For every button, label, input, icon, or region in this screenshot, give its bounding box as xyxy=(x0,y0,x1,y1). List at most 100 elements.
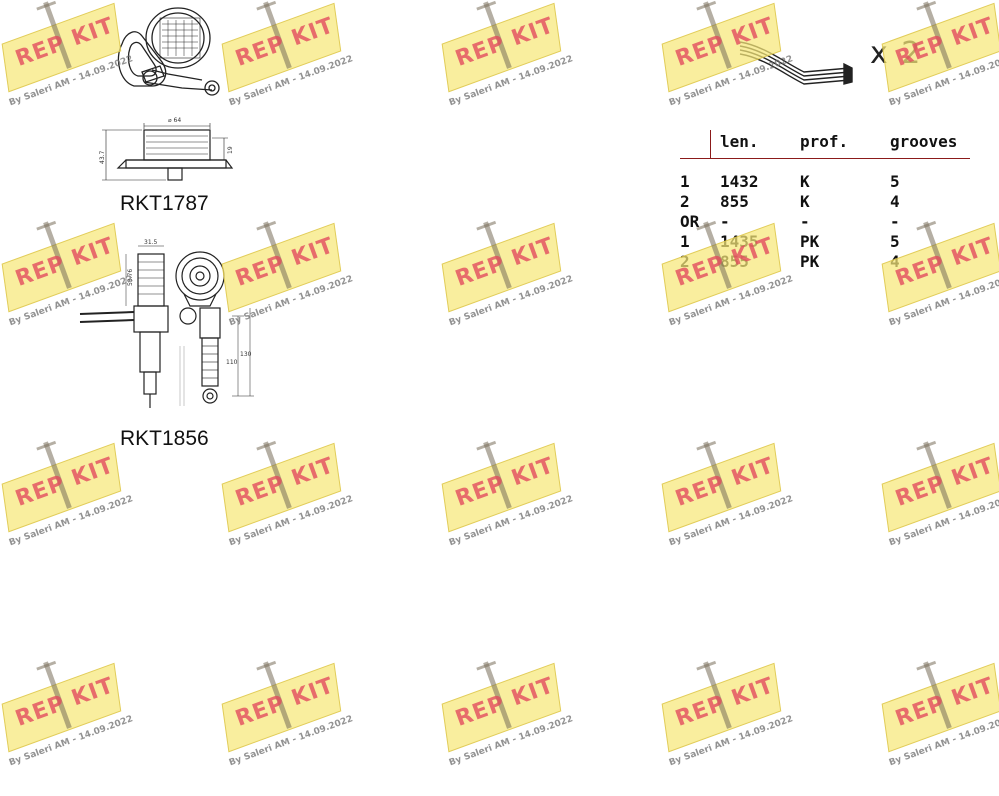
watermark-antenna-top-icon xyxy=(696,220,717,231)
watermark-plate xyxy=(881,662,999,753)
watermark-antenna-icon xyxy=(263,221,292,289)
row5-prof: PK xyxy=(800,252,820,271)
watermark-plate xyxy=(881,442,999,533)
row2-len: 855 xyxy=(720,192,749,211)
watermark-signature: By Saleri AM - 14.09.2022 xyxy=(887,714,999,769)
watermark-brand: REP KIT xyxy=(232,673,338,732)
watermark-plate xyxy=(661,662,782,753)
rkt1856-dim-height: 53.76 xyxy=(127,269,134,286)
watermark-brand: REP KIT xyxy=(232,453,338,512)
watermark-plate xyxy=(221,2,342,93)
watermark-signature: By Saleri AM - 14.09.2022 xyxy=(887,274,999,329)
header-prof: prof. xyxy=(800,132,849,151)
rkt1787-dim-height: 43.7 xyxy=(99,150,106,164)
watermark-signature: By Saleri AM - 14.09.2022 xyxy=(227,54,355,109)
watermark-brand: REP KIT xyxy=(892,453,998,512)
row2-prof: K xyxy=(800,192,810,211)
watermark-antenna-icon xyxy=(43,1,72,69)
watermark-antenna-top-icon xyxy=(36,660,57,671)
watermark-signature: By Saleri AM - 14.09.2022 xyxy=(447,54,575,109)
watermark-brand: REP KIT xyxy=(452,673,558,732)
row3-index: OR xyxy=(680,212,700,231)
watermark-plate xyxy=(1,442,122,533)
watermark-signature: By Saleri AM - 14.09.2022 xyxy=(7,494,135,549)
row2-index: 2 xyxy=(680,192,690,211)
rkt1856-tensioner-drawing: 31.5 53.76 110 130 xyxy=(79,239,254,408)
watermark-signature: By Saleri AM - 14.09.2022 xyxy=(447,494,575,549)
watermark-antenna-icon xyxy=(483,441,512,509)
watermark-antenna-icon xyxy=(703,661,732,729)
watermark-antenna-icon xyxy=(483,221,512,289)
watermark-antenna-icon xyxy=(923,661,952,729)
rkt1787-tensioner-perspective-drawing xyxy=(117,7,220,96)
watermark-antenna-icon xyxy=(43,221,72,289)
row4-len: 1435 xyxy=(720,232,759,251)
watermark-plate xyxy=(441,662,562,753)
watermark-antenna-top-icon xyxy=(696,0,717,11)
watermark-brand: REP KIT xyxy=(672,673,778,732)
watermark-signature: By Saleri AM - 14.09.2022 xyxy=(667,274,795,329)
watermark-antenna-icon xyxy=(923,441,952,509)
watermark-plate xyxy=(441,2,562,93)
watermark-antenna-top-icon xyxy=(916,220,937,231)
belt-quantity: x 2 xyxy=(870,36,923,71)
row1-prof: K xyxy=(800,172,810,191)
watermark-brand: REP KIT xyxy=(892,233,998,292)
rkt1787-part-code: RKT1787 xyxy=(120,192,209,215)
watermark-signature: By Saleri AM - 14.09.2022 xyxy=(7,714,135,769)
watermark-antenna-top-icon xyxy=(36,0,57,11)
row3-grooves: - xyxy=(890,212,900,231)
row1-index: 1 xyxy=(680,172,690,191)
rkt1856-dim-b: 130 xyxy=(240,351,252,358)
row4-grooves: 5 xyxy=(890,232,900,251)
watermark-antenna-top-icon xyxy=(256,0,277,11)
watermark-antenna-top-icon xyxy=(916,0,937,11)
watermark-antenna-top-icon xyxy=(36,440,57,451)
watermark-antenna-icon xyxy=(923,221,952,289)
row4-index: 1 xyxy=(680,232,690,251)
watermark-signature: By Saleri AM - 14.09.2022 xyxy=(447,714,575,769)
watermark-plate xyxy=(221,442,342,533)
watermark-antenna-top-icon xyxy=(696,660,717,671)
watermark-plate xyxy=(221,662,342,753)
watermark-signature: By Saleri AM - 14.09.2022 xyxy=(227,494,355,549)
belt-drawing xyxy=(739,41,853,85)
watermark-plate xyxy=(1,662,122,753)
watermark-brand: REP KIT xyxy=(892,673,998,732)
watermark-brand: REP KIT xyxy=(232,13,338,72)
watermark-antenna-top-icon xyxy=(476,0,497,11)
watermark-signature: By Saleri AM - 14.09.2022 xyxy=(667,714,795,769)
watermark-signature: By Saleri AM - 14.09.2022 xyxy=(887,494,999,549)
table-vertical-rule xyxy=(710,130,711,158)
watermark-antenna-top-icon xyxy=(476,220,497,231)
watermark-signature: By Saleri AM - 14.09.2022 xyxy=(447,274,575,329)
rkt1787-dim-diameter: ⌀ 64 xyxy=(168,117,181,124)
watermark-plate xyxy=(441,442,562,533)
watermark-antenna-icon xyxy=(43,661,72,729)
watermark-antenna-top-icon xyxy=(916,660,937,671)
rkt1856-part-code: RKT1856 xyxy=(120,427,209,450)
row1-len: 1432 xyxy=(720,172,759,191)
watermark-antenna-top-icon xyxy=(256,660,277,671)
watermark-antenna-icon xyxy=(483,661,512,729)
watermark-brand: REP KIT xyxy=(12,13,118,72)
watermark-plate xyxy=(1,2,122,93)
watermark-antenna-icon xyxy=(483,1,512,69)
watermark-antenna-icon xyxy=(43,441,72,509)
rkt1856-dim-width: 31.5 xyxy=(144,239,158,246)
header-len: len. xyxy=(720,132,759,151)
watermark-antenna-icon xyxy=(923,1,952,69)
watermark-antenna-icon xyxy=(263,441,292,509)
watermark-antenna-top-icon xyxy=(256,440,277,451)
watermark-brand: REP KIT xyxy=(12,453,118,512)
watermark-brand: REP KIT xyxy=(452,453,558,512)
watermark-brand: REP KIT xyxy=(452,233,558,292)
watermark-antenna-top-icon xyxy=(476,660,497,671)
